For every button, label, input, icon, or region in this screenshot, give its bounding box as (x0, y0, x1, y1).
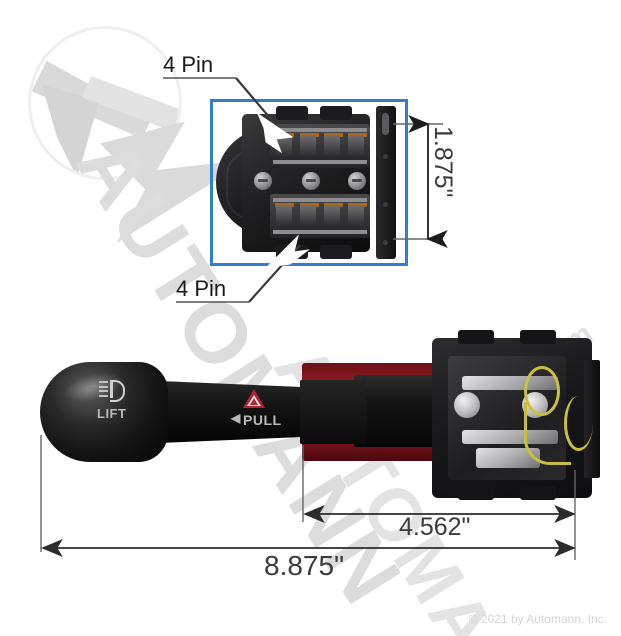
hazard-triangle-icon (243, 389, 265, 408)
high-beam-headlight-icon (99, 380, 125, 402)
connector-screw (254, 172, 272, 190)
yellow-wire-lead (524, 402, 571, 465)
connector-screw (302, 172, 320, 190)
switch-lever-assembly (24, 330, 600, 510)
connector-mounting-bracket (376, 106, 396, 259)
body-length-dimension-label: 4.562" (399, 513, 471, 541)
connector-pin-block-top (270, 124, 370, 168)
overall-length-dimension-label: 8.875" (264, 550, 345, 581)
pull-arrow-icon: ◀ (231, 411, 241, 425)
pull-label: PULL (243, 412, 282, 428)
height-dimension-label: 1.875" (429, 126, 457, 198)
connector-screw (348, 172, 366, 190)
connector-pin-block-bottom (270, 194, 370, 238)
copyright-notice: © 2021 by Automann, Inc. (468, 612, 607, 626)
lift-label: LIFT (97, 406, 127, 421)
yellow-wire-right (564, 396, 593, 451)
automann-logo-watermark-icon (28, 26, 182, 180)
connector-top-view (216, 106, 402, 259)
lever-knob-grip (40, 362, 168, 462)
lever-stalk (144, 380, 314, 444)
bottom-pin-callout-label: 4 Pin (176, 276, 227, 301)
top-pin-callout-label: 4 Pin (163, 52, 214, 77)
